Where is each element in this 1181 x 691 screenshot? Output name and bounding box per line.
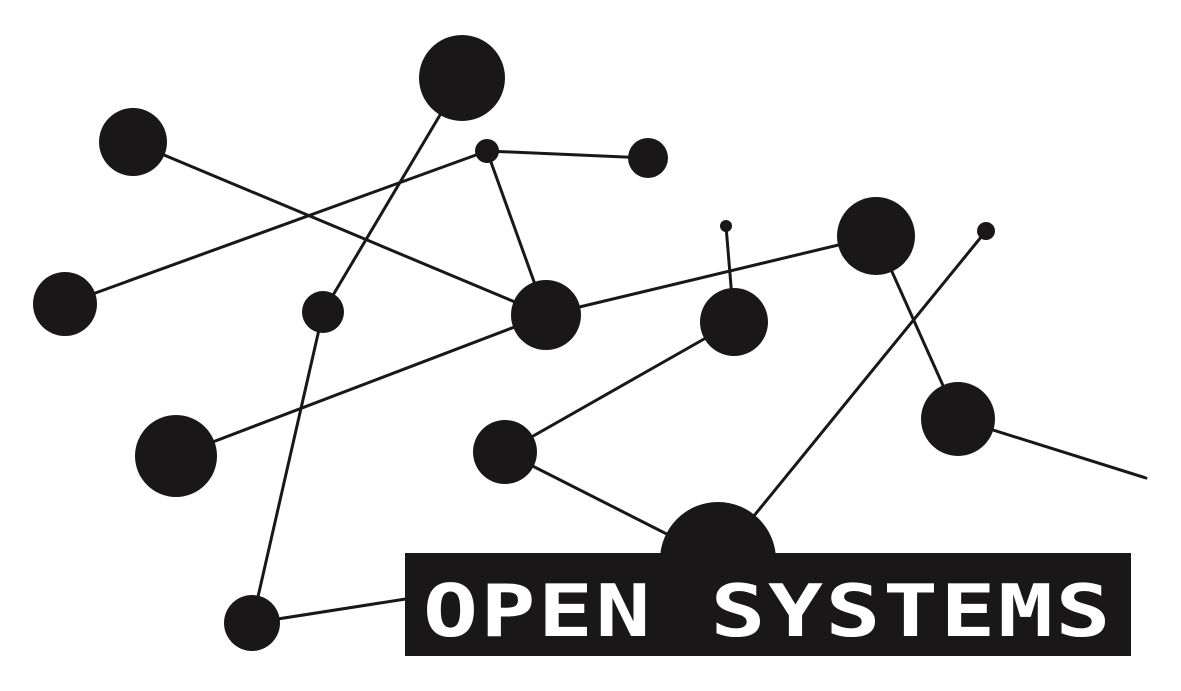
- node-large: [419, 35, 505, 121]
- node-medium: [224, 595, 280, 651]
- edge: [63, 149, 489, 306]
- node-small: [302, 291, 344, 333]
- edge: [174, 313, 548, 458]
- node-dot: [720, 220, 732, 232]
- edge: [716, 229, 988, 562]
- network-edges: [63, 76, 1148, 625]
- node-small: [628, 138, 668, 178]
- node-medium: [700, 288, 768, 356]
- edge: [321, 76, 464, 314]
- node-medium: [511, 280, 581, 350]
- node-medium: [99, 108, 167, 176]
- node-medium: [921, 382, 995, 456]
- logo-text: OPEN SYSTEMS: [423, 569, 1113, 653]
- node-medium: [473, 420, 537, 484]
- node-large: [135, 415, 217, 497]
- node-dot: [977, 222, 995, 240]
- network-nodes: [33, 35, 995, 651]
- edge: [131, 140, 548, 317]
- node-medium: [33, 272, 97, 336]
- logo-box: [405, 553, 1131, 656]
- node-tiny: [475, 139, 499, 163]
- edge: [250, 310, 325, 625]
- edge: [544, 234, 878, 317]
- edge: [485, 149, 650, 160]
- logo: OPEN SYSTEMS: [405, 553, 1131, 656]
- node-medium: [837, 197, 915, 275]
- edge: [503, 320, 736, 454]
